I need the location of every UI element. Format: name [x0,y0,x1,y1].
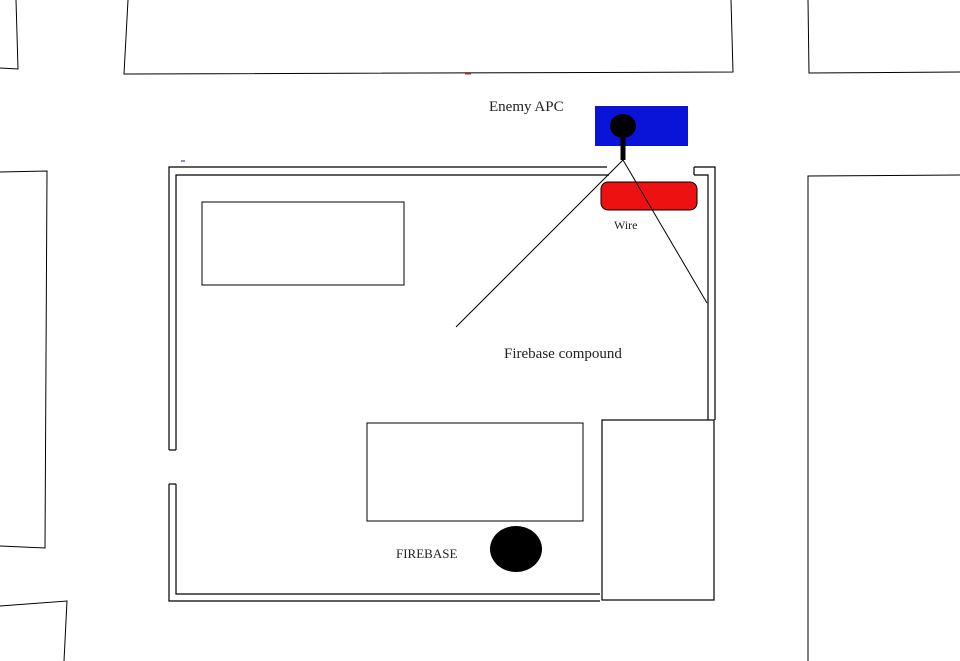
compound-wall-inner-lower [175,484,600,595]
compound-wall-outer-right [694,166,716,420]
compound-wall-outer-lower [168,484,600,602]
field-of-fire [455,159,708,328]
building-bottom-left [0,600,68,661]
compound-wall [168,166,716,602]
enemy-apc [595,106,688,146]
firebase-label: FIREBASE [396,546,457,561]
compound-label: Firebase compound [504,346,622,362]
compound-building-lower [366,422,584,522]
building-top-left [0,0,19,70]
building-left [0,170,48,549]
fire-line-left [455,159,624,328]
fire-line-right [622,159,708,304]
building-top-right [807,0,960,74]
wire-label: Wire [614,218,638,232]
compound-wall-inner-upper [175,174,609,450]
compound-wall-inner-right [694,174,709,420]
apc-turret [610,114,636,138]
compound-building-upper [201,201,405,286]
enemy-apc-label: Enemy APC [489,99,564,115]
corner-bunker [601,419,715,601]
firebase-marker [490,526,542,572]
compound-wall-outer-upper [168,166,607,450]
building-top-center [123,0,734,75]
building-right [807,174,960,661]
wire-obstacle [600,181,698,211]
